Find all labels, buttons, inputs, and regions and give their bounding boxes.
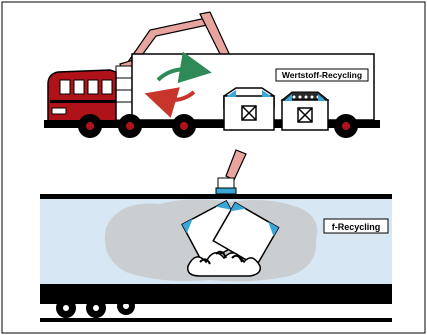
band-top-bar	[40, 194, 392, 199]
band-bottom-bar	[40, 284, 392, 298]
truck-label-partial: f-Recycling	[332, 222, 381, 232]
truck-cab	[48, 70, 116, 124]
truck-label: Wertstoff-Recycling	[282, 70, 362, 80]
